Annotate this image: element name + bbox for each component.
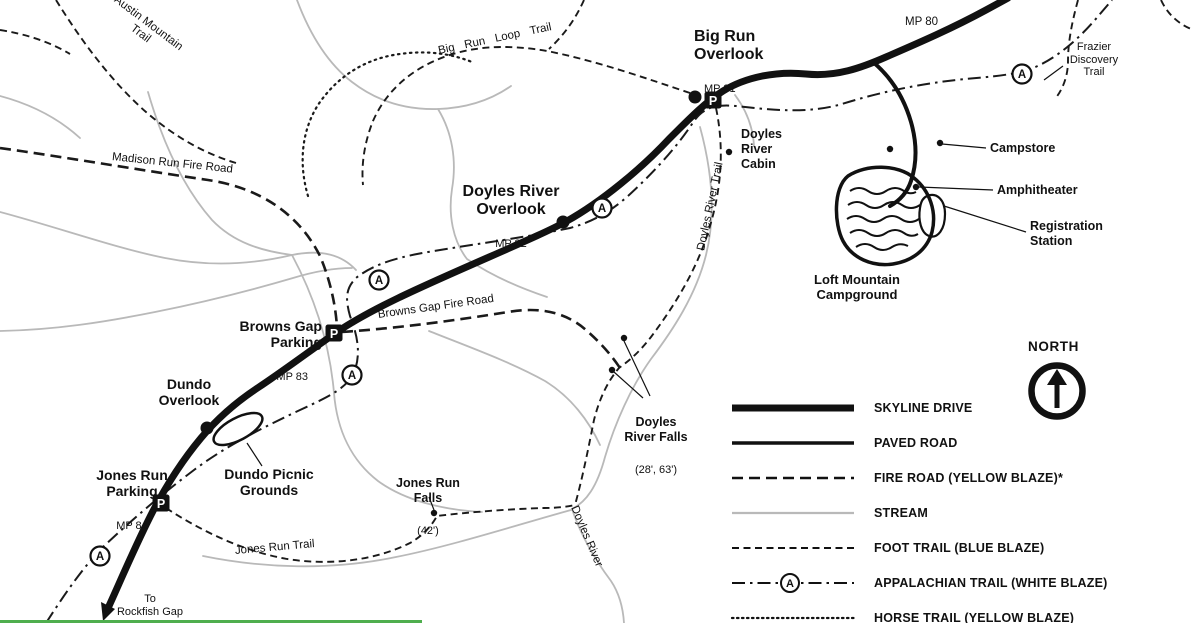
legend-item-foot-trail: FOOT TRAIL (BLUE BLAZE) <box>728 530 1198 565</box>
poi-doyles-river-cabin: Doyles River Cabin <box>741 127 782 171</box>
appalachian-trail-marker: A <box>1011 63 1033 85</box>
legend-label: SKYLINE DRIVE <box>874 400 973 415</box>
legend-item-paved-road: PAVED ROAD <box>728 425 1198 460</box>
legend-item-fire-road: FIRE ROAD (YELLOW BLAZE)* <box>728 460 1198 495</box>
doyles-river-falls-lower-dot <box>608 366 616 374</box>
north-compass <box>1028 362 1086 420</box>
milepost-81: MP 81 <box>704 83 736 96</box>
poi-amphitheater: Amphitheater <box>997 183 1078 197</box>
registration-kiosk-loop <box>918 193 947 238</box>
north-label: NORTH <box>1028 339 1079 354</box>
skyline-drive-path <box>105 0 1011 610</box>
poi-name: Jones Run Falls <box>396 476 460 506</box>
svg-text:A: A <box>1018 69 1026 81</box>
fire-road-paths <box>0 146 622 369</box>
dundo-overlook-dot <box>200 421 214 435</box>
appalachian-trail-marker: A <box>89 545 111 567</box>
poi-browns-gap-parking: Browns Gap Parking MP 83 <box>200 301 322 402</box>
svg-text:P: P <box>709 94 717 108</box>
milepost-84: MP 84 <box>116 520 148 533</box>
poi-name: Browns Gap Parking <box>239 318 322 351</box>
doyles-river-falls-upper-dot <box>620 334 628 342</box>
skyline-drive-line-sample <box>732 404 854 411</box>
fire-road-line-sample <box>732 476 854 479</box>
campstore-dot <box>886 145 894 153</box>
legend-item-skyline-drive: SKYLINE DRIVE <box>728 390 1198 425</box>
legend-item-stream: STREAM <box>728 495 1198 530</box>
legend-label: FOOT TRAIL (BLUE BLAZE) <box>874 540 1045 555</box>
legend: SKYLINE DRIVE PAVED ROAD FIRE ROAD (YELL… <box>728 390 1198 623</box>
campground-loop <box>834 165 936 267</box>
annotation-to-rockfish-gap: To Rockfish Gap <box>116 593 184 618</box>
trail-label-frazier-discovery: Frazier Discovery Trail <box>1069 41 1119 79</box>
poi-jones-run-parking: Jones Run Parking MP 84 <box>85 450 179 551</box>
svg-text:A: A <box>96 551 104 563</box>
amphitheater-dot <box>912 183 920 191</box>
foot-trail-paths <box>0 0 1192 563</box>
poi-doyles-river-overlook: Doyles River Overlook MP 82 <box>445 165 577 269</box>
poi-campstore: Campstore <box>990 141 1056 155</box>
poi-jones-run-falls: Jones Run Falls (42') <box>384 458 472 556</box>
picnic-grounds-oval <box>212 411 264 447</box>
poi-name: Doyles River Falls <box>624 415 688 445</box>
parking-marker-jones-run: P <box>152 494 170 512</box>
horse-trail-path <box>301 51 474 198</box>
parking-marker-big-run: P <box>704 91 722 109</box>
poi-doyles-river-falls: Doyles River Falls (28', 63') <box>610 397 702 495</box>
svg-text:A: A <box>598 203 606 215</box>
poi-name: Jones Run Parking <box>96 467 168 500</box>
falls-height: (42') <box>417 525 439 538</box>
poi-name: Doyles River Overlook <box>462 183 560 218</box>
poi-dundo-picnic-grounds: Dundo Picnic Grounds <box>224 466 314 498</box>
appalachian-trail-line-sample: A <box>732 572 854 593</box>
svg-text:A: A <box>375 275 383 287</box>
legend-label: APPALACHIAN TRAIL (WHITE BLAZE) <box>874 575 1108 590</box>
skyline-drive-arrowhead <box>101 602 115 621</box>
legend-label: PAVED ROAD <box>874 435 958 450</box>
svg-text:P: P <box>157 497 165 511</box>
milepost-82: MP 82 <box>495 238 527 251</box>
jones-run-falls-dot <box>430 509 438 517</box>
horse-trail-line-sample <box>730 616 856 619</box>
poi-registration-station: Registration Station <box>1030 219 1103 248</box>
milepost-80: MP 80 <box>905 16 939 28</box>
poi-loft-mountain-campground: Loft Mountain Campground <box>814 272 900 303</box>
map-edge-accent <box>0 620 422 623</box>
appalachian-trail-marker: A <box>780 572 800 593</box>
doyles-river-overlook-dot <box>556 215 570 229</box>
leader-lines <box>246 65 1064 511</box>
poi-big-run-overlook: Big Run Overlook MP 81 <box>694 10 763 114</box>
doyles-river-cabin-dot <box>725 148 733 156</box>
appalachian-trail-marker: A <box>341 364 363 386</box>
foot-trail-line-sample <box>732 546 854 549</box>
milepost-83: MP 83 <box>276 371 308 384</box>
legend-label: HORSE TRAIL (YELLOW BLAZE) <box>874 610 1075 623</box>
falls-height: (28', 63') <box>634 464 678 477</box>
campstore-road-dot <box>936 139 944 147</box>
paved-road-line-sample <box>732 440 854 445</box>
legend-item-horse-trail: HORSE TRAIL (YELLOW BLAZE) <box>728 600 1198 623</box>
svg-text:P: P <box>330 327 338 341</box>
campground-access-road <box>871 60 918 208</box>
poi-name: Big Run Overlook <box>694 28 764 63</box>
poi-dundo-overlook: Dundo Overlook <box>158 376 220 408</box>
big-run-overlook-dot <box>688 90 702 104</box>
svg-text:A: A <box>348 370 356 382</box>
parking-marker-browns-gap: P <box>325 324 343 342</box>
legend-label: STREAM <box>874 505 928 520</box>
appalachian-trail-marker: A <box>368 269 390 291</box>
svg-text:A: A <box>786 578 794 590</box>
stream-line-sample <box>732 511 854 514</box>
appalachian-trail-marker: A <box>591 197 613 219</box>
legend-label: FIRE ROAD (YELLOW BLAZE)* <box>874 470 1064 485</box>
legend-item-appalachian-trail: A APPALACHIAN TRAIL (WHITE BLAZE) <box>728 565 1198 600</box>
